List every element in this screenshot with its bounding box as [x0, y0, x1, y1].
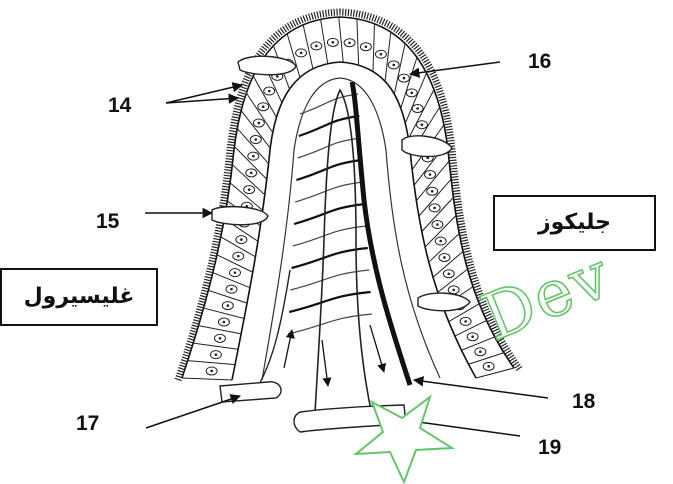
- nucleolus: [237, 255, 240, 258]
- flow-arrow-down-center: [322, 340, 328, 386]
- cell-wall: [373, 24, 375, 72]
- nucleolus: [403, 77, 406, 80]
- capillary: [294, 204, 365, 224]
- capillary: [296, 160, 362, 180]
- flow-arrow-down-right: [370, 325, 384, 372]
- nucleolus: [252, 155, 255, 158]
- glycerol-box: غليسيرول: [0, 268, 158, 326]
- nucleolus: [433, 207, 436, 210]
- nucleolus: [436, 223, 439, 226]
- cell-wall: [476, 368, 514, 378]
- flow-arrow-up: [284, 330, 292, 368]
- nucleolus: [348, 41, 351, 44]
- nucleolus: [365, 45, 368, 48]
- nucleolus: [416, 107, 419, 110]
- label-18: 18: [572, 390, 595, 414]
- nucleolus: [258, 122, 261, 125]
- nucleolus: [392, 64, 395, 67]
- nucleolus: [276, 75, 279, 78]
- nucleolus: [262, 105, 265, 108]
- capillary: [295, 182, 363, 202]
- nucleolus: [431, 190, 434, 193]
- nucleolus: [234, 271, 237, 274]
- cell-wall: [357, 19, 359, 65]
- cell-wall: [199, 326, 242, 334]
- label-15: 15: [96, 210, 119, 234]
- label-14: 14: [108, 94, 131, 118]
- nucleolus: [429, 173, 432, 176]
- label-19: 19: [538, 436, 561, 460]
- nucleolus: [254, 138, 257, 141]
- nucleolus: [268, 90, 271, 93]
- nucleolus: [219, 337, 222, 340]
- nucleolus: [464, 320, 467, 323]
- nucleolus: [447, 272, 450, 275]
- cell-wall: [385, 32, 391, 81]
- cell-wall: [339, 17, 344, 62]
- nucleolus: [227, 304, 230, 307]
- lamina-core: [262, 78, 440, 380]
- nucleolus: [210, 370, 213, 373]
- nucleolus: [410, 92, 413, 95]
- cell-wall: [204, 308, 245, 318]
- cell-wall: [182, 378, 232, 380]
- cell-wall: [321, 19, 328, 63]
- cell-wall: [193, 343, 238, 349]
- epithelial-cells: [182, 17, 514, 380]
- nucleolus: [487, 365, 490, 368]
- nucleolus: [439, 240, 442, 243]
- nucleolus: [332, 41, 335, 44]
- glucose-box: جليكوز: [493, 195, 656, 251]
- nucleolus: [452, 289, 455, 292]
- nucleolus: [240, 238, 243, 241]
- cell-wall: [188, 361, 235, 365]
- nucleolus: [215, 353, 218, 356]
- nucleolus: [315, 45, 318, 48]
- label-16: 16: [528, 50, 551, 74]
- nucleolus: [443, 256, 446, 259]
- nucleolus: [380, 53, 383, 56]
- capillary: [300, 94, 358, 114]
- nucleolus: [471, 335, 474, 338]
- nucleolus: [300, 52, 303, 55]
- nucleolus: [223, 321, 226, 324]
- nucleolus: [250, 172, 253, 175]
- cell-wall: [253, 76, 276, 117]
- nucleolus: [421, 123, 424, 126]
- label-17: 17: [76, 412, 99, 436]
- nucleolus: [230, 288, 233, 291]
- nucleolus: [479, 350, 482, 353]
- nucleolus: [248, 188, 251, 191]
